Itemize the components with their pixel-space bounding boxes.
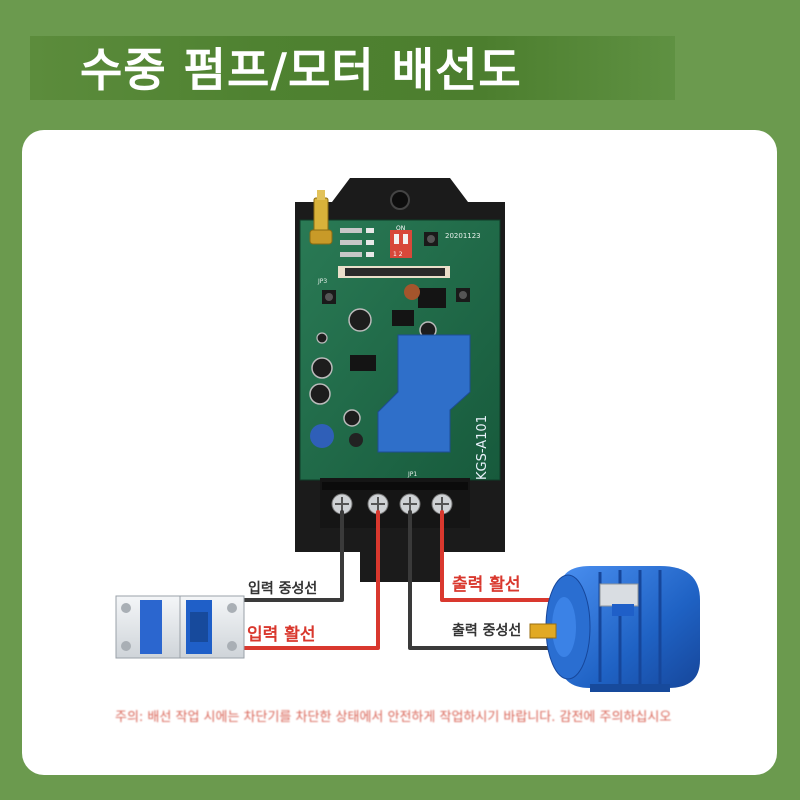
antenna [309,190,333,245]
mount-hole [390,190,410,210]
input-neutral-wire [242,510,344,602]
dip-on-label: ON [396,225,405,232]
dip-switch[interactable]: ON 1 2 [390,225,412,258]
terminal-screw[interactable] [431,493,453,515]
tact-button-left[interactable] [322,290,336,304]
relay: KGS-A101 [377,334,490,480]
input-neutral-label: 입력 중성선 [248,581,318,597]
ic-chip [350,355,376,371]
output-neutral-wire [408,510,550,650]
learn-button[interactable] [424,232,438,246]
model-label: KGS-A101 [475,415,490,480]
pcb-board: ON 1 2 20201123 JP3 [299,190,501,481]
motor-nameplate [599,583,639,607]
electric-motor [529,566,700,692]
motor-shaft [529,623,557,639]
ic-chip [418,288,446,308]
circuit-breaker[interactable] [115,595,245,659]
input-live-label: 입력 활선 [247,625,316,645]
jp3-label: JP3 [317,278,327,285]
safety-note: 주의: 배선 작업 시에는 차단기를 차단한 상태에서 안전하게 작업하시기 바… [115,710,672,725]
inductor [404,284,420,300]
output-neutral-label: 출력 중성선 [452,623,522,639]
dip-numbers: 1 2 [393,251,403,258]
terminal-screw[interactable] [331,493,353,515]
title-band [30,36,675,100]
date-code: 20201123 [445,232,481,240]
terminal-box [612,604,634,616]
capacitors [309,308,437,427]
jp1-label: JP1 [407,471,417,478]
ic-chip [392,310,414,326]
input-live-wire [242,510,380,650]
output-live-wire [440,510,562,602]
varistor [310,424,334,448]
page-title: 수중 펌프/모터 배선도 [80,43,522,97]
tact-button-right[interactable] [456,288,470,302]
terminal-screw[interactable] [367,493,389,515]
output-live-label: 출력 활선 [452,575,521,595]
led-indicators [340,228,374,257]
header-connector: JP3 [317,266,450,285]
terminal-block [320,478,470,528]
terminal-screw[interactable] [399,493,421,515]
ntc-thermistor [349,433,363,447]
